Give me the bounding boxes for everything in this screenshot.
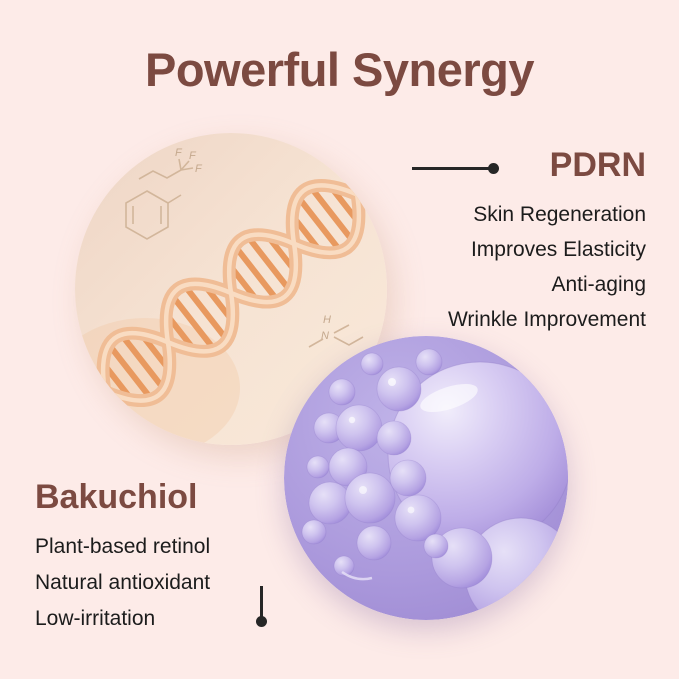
chem-label-f: F bbox=[195, 163, 203, 175]
pdrn-section: PDRN Skin Regeneration Improves Elastici… bbox=[448, 146, 646, 337]
bakuchiol-connector-dot bbox=[256, 616, 267, 627]
bakuchiol-heading: Bakuchiol bbox=[35, 478, 198, 516]
chem-label-f: F bbox=[175, 147, 183, 159]
pdrn-dna-image: F F F H N bbox=[75, 133, 387, 445]
pdrn-benefit: Skin Regeneration bbox=[473, 203, 646, 226]
bakuchiol-benefit: Low-irritation bbox=[35, 607, 156, 630]
pdrn-connector-line bbox=[412, 167, 492, 170]
chemical-structure-sketch bbox=[125, 158, 364, 348]
chem-label-f: F bbox=[189, 150, 197, 162]
dna-helix bbox=[96, 179, 366, 407]
bakuchiol-benefit: Plant-based retinol bbox=[35, 535, 211, 558]
pdrn-connector-dot bbox=[488, 163, 499, 174]
oil-bubbles-illustration bbox=[284, 336, 568, 620]
page-title: Powerful Synergy bbox=[145, 43, 535, 96]
dna-helix-illustration: F F F H N bbox=[75, 133, 387, 445]
pdrn-benefit: Wrinkle Improvement bbox=[447, 308, 646, 331]
bakuchiol-bubbles-image bbox=[284, 336, 568, 620]
pdrn-heading: PDRN bbox=[549, 146, 646, 184]
bakuchiol-section: Bakuchiol Plant-based retinol Natural an… bbox=[35, 478, 210, 637]
bakuchiol-connector-line bbox=[260, 586, 263, 618]
bakuchiol-benefit: Natural antioxidant bbox=[35, 571, 211, 594]
chem-label-h: H bbox=[323, 314, 331, 326]
pdrn-benefit: Improves Elasticity bbox=[470, 238, 646, 261]
chem-label-n: N bbox=[321, 330, 329, 342]
pdrn-benefit: Anti-aging bbox=[551, 273, 646, 296]
